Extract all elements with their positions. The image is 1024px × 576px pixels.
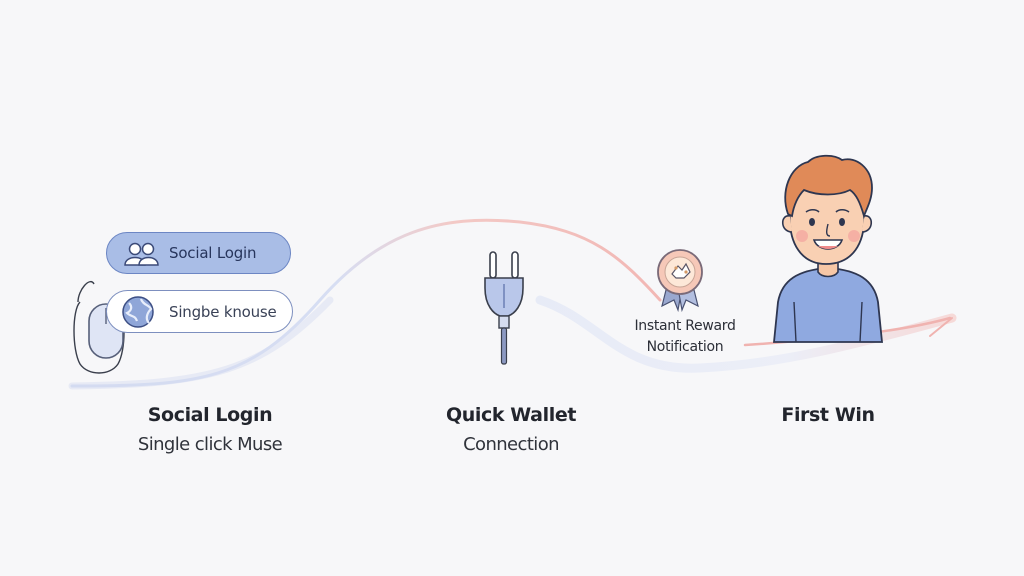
single-click-button-label: Singbe knouse	[169, 302, 277, 321]
person-icon	[773, 154, 883, 343]
social-login-button-label: Social Login	[169, 244, 257, 262]
step-title: Quick Wallet	[446, 404, 576, 426]
reward-label-line1: Instant Reward	[634, 318, 736, 334]
users-icon	[123, 241, 159, 271]
step-title: Social Login	[147, 404, 273, 426]
reward-label-line2: Notification	[646, 339, 724, 355]
step-quick-wallet: Quick Wallet Connection	[411, 404, 611, 455]
step-subtitle: Single click Muse	[137, 434, 283, 455]
globe-icon	[119, 295, 157, 333]
step-social-login: Social Login Single click Muse	[110, 404, 310, 455]
single-click-button[interactable]: Singbe knouse	[106, 290, 293, 333]
step-title: First Win	[781, 404, 875, 426]
step-subtitle: Connection	[463, 434, 559, 455]
step-first-win: First Win	[728, 404, 928, 426]
plug-icon	[484, 251, 524, 365]
social-login-button[interactable]: Social Login	[106, 232, 291, 274]
instant-reward-notification: Instant Reward Notification	[615, 316, 755, 358]
reward-badge-icon	[657, 249, 703, 313]
